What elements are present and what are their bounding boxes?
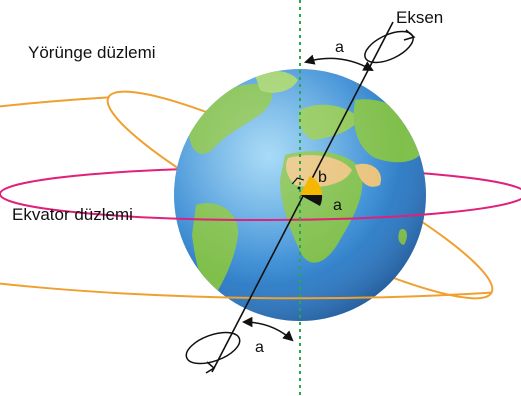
angle-b-wedge bbox=[300, 176, 322, 195]
angle-a-center-label: a bbox=[333, 197, 342, 214]
angle-arc-bottom bbox=[241, 316, 294, 342]
angle-a-bottom-label: a bbox=[255, 339, 264, 356]
angle-a-top-label: a bbox=[335, 39, 344, 56]
rotation-loop-bottom bbox=[185, 331, 241, 374]
equatorial-plane-label: Ekvator düzlemi bbox=[12, 205, 133, 224]
orbital-ring-front bbox=[0, 96, 492, 300]
axis-label: Eksen bbox=[396, 8, 443, 27]
rotation-loop-top bbox=[364, 29, 416, 64]
right-angle-marker bbox=[291, 177, 304, 185]
angle-a-wedge bbox=[300, 195, 323, 206]
angle-arc-top bbox=[303, 54, 374, 72]
angle-b-label: b bbox=[318, 169, 327, 186]
equator-ring-front bbox=[0, 193, 521, 221]
orbital-plane-label: Yörünge düzlemi bbox=[28, 43, 156, 62]
rotation-axis bbox=[211, 21, 394, 373]
